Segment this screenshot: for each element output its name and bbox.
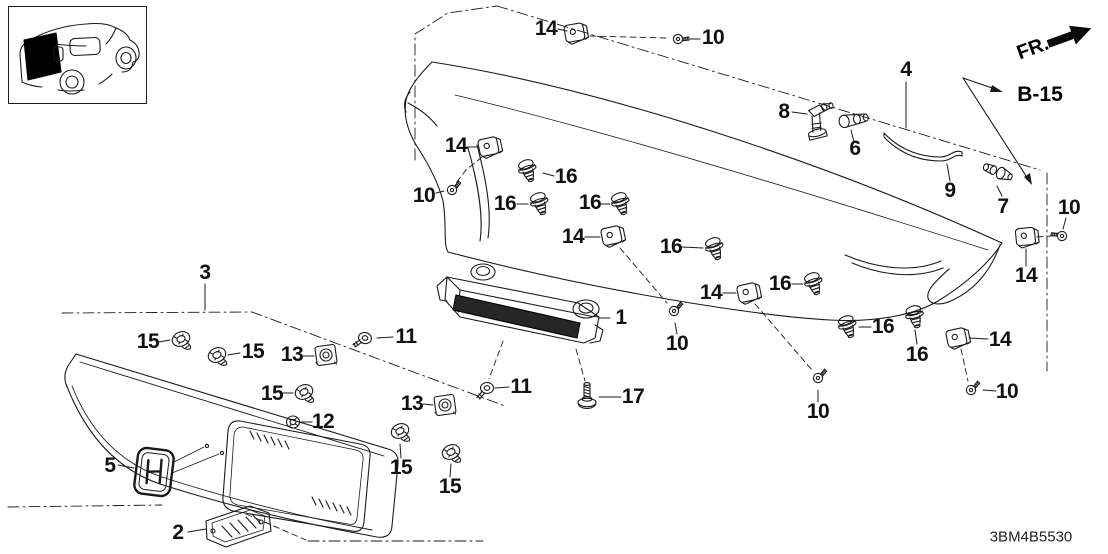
washer-nozzle — [807, 102, 834, 141]
part-callout-15: 15 — [260, 382, 284, 405]
part-callout-10: 10 — [995, 380, 1019, 403]
high-mount-stop-light — [436, 263, 604, 344]
part-callout-16: 16 — [578, 191, 602, 214]
part-callout-16: 16 — [659, 235, 683, 258]
part-callout-13: 13 — [280, 343, 304, 366]
part-callout-4: 4 — [900, 58, 912, 81]
part-callout-9: 9 — [944, 179, 956, 202]
leader-lines — [117, 28, 1067, 533]
spoiler-assembly — [404, 61, 1003, 322]
part-callout-10: 10 — [665, 332, 689, 355]
nozzle-joint — [838, 113, 869, 129]
part-callout-17: 17 — [621, 385, 645, 408]
part-callout-15: 15 — [438, 475, 462, 498]
part-callout-5: 5 — [104, 454, 116, 477]
part-callout-15: 15 — [136, 330, 160, 353]
part-callout-14: 14 — [1014, 264, 1038, 287]
part-callout-3: 3 — [199, 261, 211, 284]
part-callout-14: 14 — [534, 17, 558, 40]
part-callout-11: 11 — [510, 375, 532, 398]
part-callout-10: 10 — [701, 26, 725, 49]
license-plate-light — [205, 505, 272, 548]
part-callout-16: 16 — [554, 165, 578, 188]
part-callout-13: 13 — [400, 392, 424, 415]
diagram-code: 3BM4B5530 — [989, 528, 1073, 546]
part-callout-2: 2 — [172, 521, 184, 544]
dashed-leaders — [245, 35, 1052, 541]
part-callout-7: 7 — [997, 195, 1009, 218]
part-callout-10: 10 — [806, 400, 830, 423]
washer-nozzle-group — [807, 102, 1013, 181]
part-callout-15: 15 — [389, 456, 413, 479]
part-callout-16: 16 — [871, 315, 895, 338]
car-inset — [8, 6, 147, 104]
part-callout-16: 16 — [905, 343, 929, 366]
b15-arrow — [962, 77, 1032, 185]
part-callout-14: 14 — [988, 328, 1012, 351]
part-callout-16: 16 — [768, 272, 792, 295]
part-callout-14: 14 — [561, 225, 585, 248]
tailgate-garnish — [64, 353, 399, 538]
fr-arrow — [1046, 25, 1092, 48]
part-callout-8: 8 — [778, 100, 790, 123]
part-callout-14: 14 — [699, 281, 723, 304]
check-valve — [982, 163, 1013, 181]
part-callout-14: 14 — [444, 134, 468, 157]
part-callout-12: 12 — [311, 410, 335, 433]
fr-direction-label: FR. — [1013, 32, 1052, 65]
part-callout-10: 10 — [1057, 196, 1081, 219]
washer-tube — [883, 132, 963, 162]
h-emblem — [133, 446, 175, 498]
b15-reference-label: B-15 — [1017, 83, 1063, 106]
part-callout-15: 15 — [241, 340, 265, 363]
part-callout-16: 16 — [493, 192, 517, 215]
part-callout-11: 11 — [395, 325, 417, 348]
part-callout-10: 10 — [412, 184, 436, 207]
part-callout-1: 1 — [615, 306, 627, 329]
part-callout-6: 6 — [849, 137, 861, 160]
